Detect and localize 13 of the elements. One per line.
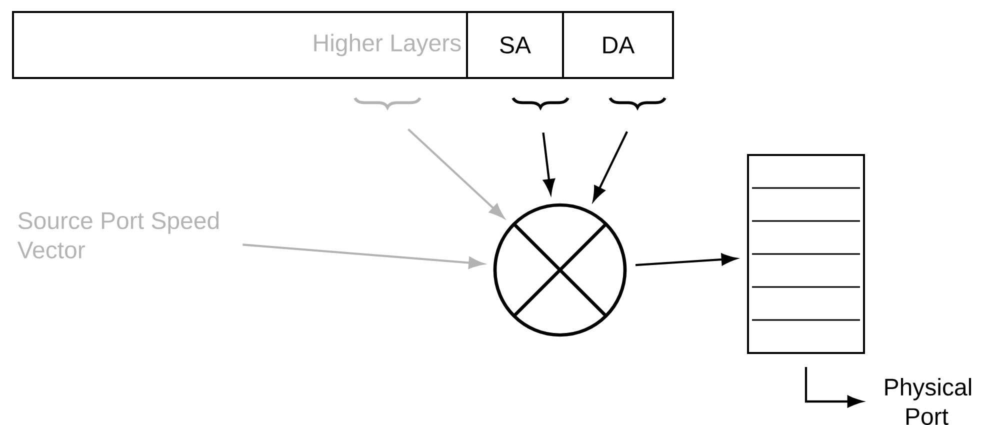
header-cell: Higher Layers (12, 11, 468, 79)
multiplexer-symbol (493, 203, 627, 337)
arrow (542, 132, 555, 194)
arrow (592, 131, 628, 202)
arrow (408, 128, 504, 218)
input-label: Source Port Speed Vector (17, 212, 219, 258)
header-cell: DA (562, 11, 674, 79)
output-label: Physical Port (885, 378, 972, 425)
brace (354, 97, 422, 109)
queue-box (747, 154, 865, 354)
header-cell: SA (466, 11, 564, 79)
brace (512, 97, 570, 109)
brace (608, 97, 666, 109)
